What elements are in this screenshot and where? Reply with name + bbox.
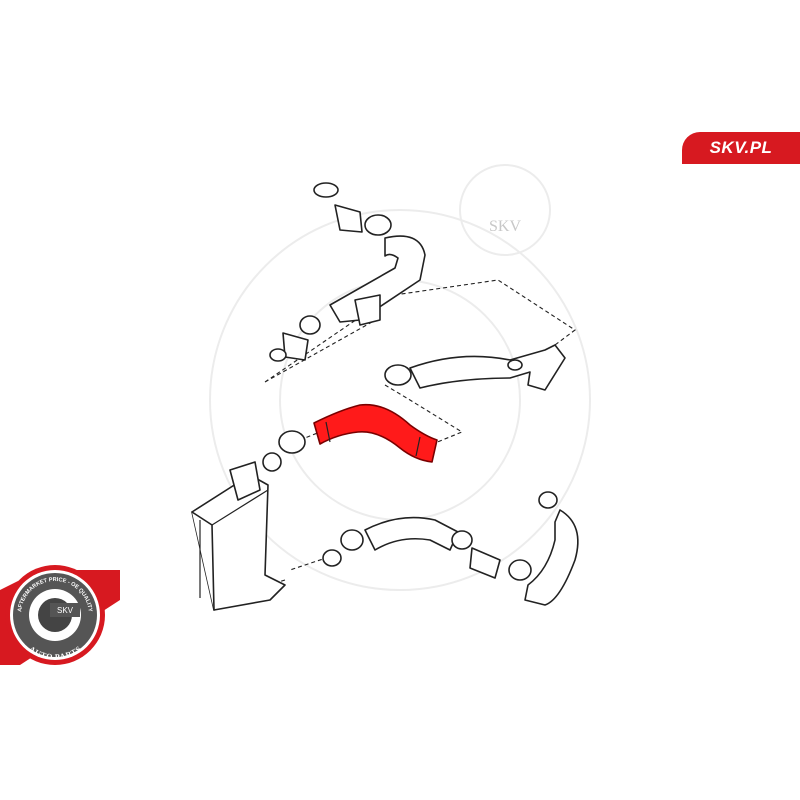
watermark-text: SKV: [489, 218, 521, 235]
hose-clamps: [262, 430, 306, 472]
intercooler: [191, 461, 286, 611]
highlighted-intercooler-hose: [313, 403, 438, 463]
right-pipe: [384, 344, 566, 391]
upper-pipe-assembly: [269, 182, 426, 362]
lower-pipe-assembly: [322, 491, 579, 606]
skv-auto-parts-badge: SKV AFTERMARKET PRICE - OE QUALITY AUTO …: [0, 565, 120, 665]
leader-lines: [214, 279, 576, 603]
badge-center-text: SKV: [57, 606, 74, 615]
brand-site-label: SKV.PL: [709, 138, 773, 157]
skv-pl-logo-tab: SKV.PL: [682, 132, 800, 164]
